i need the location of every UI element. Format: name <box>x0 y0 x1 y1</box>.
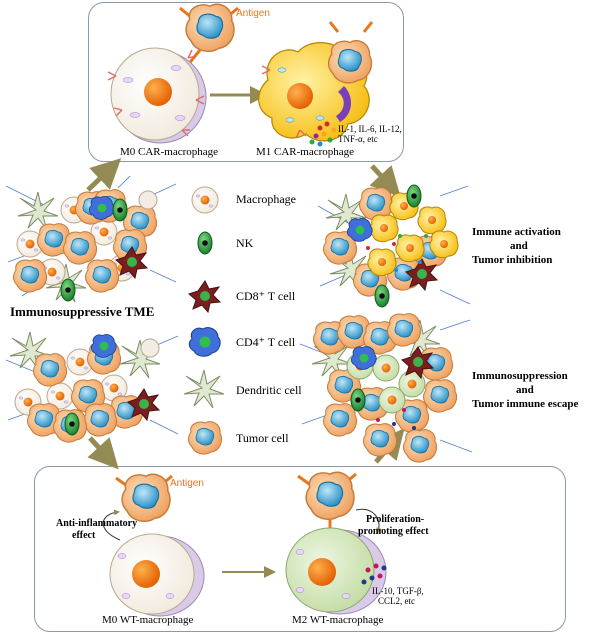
bottom-antigen-label: Antigen <box>170 478 204 489</box>
immunosuppressive-tme-cluster-lower <box>5 331 179 443</box>
suppression-line3: Tumor immune escape <box>472 398 579 410</box>
immunosuppressive-tme-cluster-upper <box>5 175 177 303</box>
tme-label: Immunosuppressive TME <box>10 304 155 319</box>
m1-cytokines-line1: IL-1, IL-6, IL-12, <box>338 124 402 134</box>
suppression-line2: and <box>516 384 534 396</box>
anti-inflammatory-line1: Anti-inflammatory <box>56 518 138 529</box>
activation-line3: Tumor inhibition <box>472 254 553 266</box>
m2-cytokines-line2: CCL2, etc <box>378 596 415 606</box>
m0-car-macrophage-label: M0 CAR-macrophage <box>120 146 219 158</box>
arrow-top-to-activation <box>369 164 401 198</box>
bottom-antigen-tumor-right <box>297 471 357 532</box>
proliferation-line1: Proliferation- <box>366 514 425 525</box>
top-antigen-label: Antigen <box>236 8 270 19</box>
legend-icons <box>183 186 225 455</box>
m2-cytokine-dots <box>361 563 387 585</box>
m0-wt-macrophage-cell <box>109 533 205 617</box>
m1-cytokines-line2: TNF-α, etc <box>338 134 378 144</box>
bottom-antigen-tumor-left <box>115 473 173 522</box>
m0-wt-macrophage-label: M0 WT-macrophage <box>102 614 194 626</box>
legend-dendritic: Dendritic cell <box>236 383 302 397</box>
legend-nk: NK <box>236 236 254 250</box>
m1-car-macrophage-cell <box>258 21 374 142</box>
macrophage-icon <box>191 186 219 214</box>
cd4-t-cell-icon <box>188 327 221 357</box>
proliferation-line2: promoting effect <box>358 526 429 537</box>
arrow-tme-to-top <box>86 158 122 192</box>
escape-cluster <box>299 313 473 463</box>
nk-icon <box>197 231 213 255</box>
dendritic-cell-icon <box>183 369 225 409</box>
cd8-t-cell-icon <box>188 280 221 313</box>
anti-inflammatory-line2: effect <box>72 530 96 541</box>
suppression-line1: Immunosuppression <box>472 370 568 382</box>
legend-cd8: CD8⁺ T cell <box>236 289 296 303</box>
m2-cytokines-line1: IL-10, TGF-β, <box>372 586 424 596</box>
activation-cluster <box>317 184 471 308</box>
m2-wt-macrophage-label: M2 WT-macrophage <box>292 614 384 626</box>
activation-line2: and <box>510 240 528 252</box>
m0-car-macrophage-cell <box>107 47 207 144</box>
legend-tumor: Tumor cell <box>236 431 289 445</box>
m2-wt-macrophage-cell <box>285 527 387 615</box>
legend-macrophage: Macrophage <box>236 192 296 206</box>
tumor-cell-icon <box>188 421 223 455</box>
arrow-tme-to-bottom <box>87 436 119 470</box>
activation-line1: Immune activation <box>472 226 561 238</box>
proliferation-curve <box>355 508 383 534</box>
legend-cd4: CD4⁺ T cell <box>236 335 296 349</box>
m1-cytokine-dots <box>309 121 337 147</box>
m1-car-macrophage-label: M1 CAR-macrophage <box>256 146 355 158</box>
anti-inflammatory-curve <box>102 509 121 541</box>
